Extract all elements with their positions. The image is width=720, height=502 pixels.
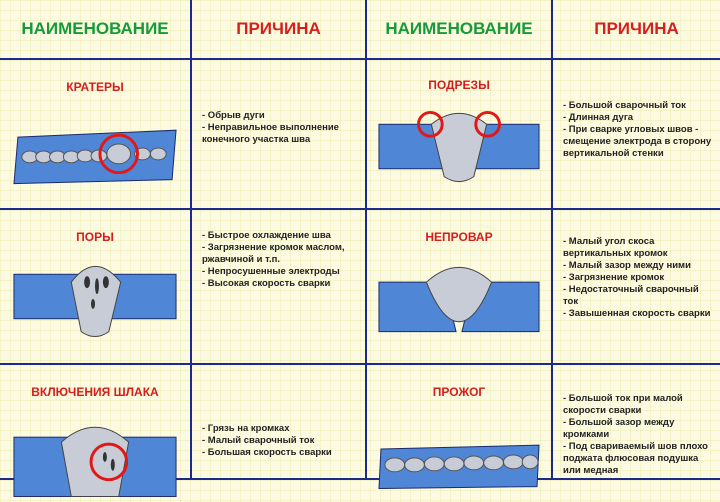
cause-item: - Малый сварочный ток <box>202 435 315 446</box>
undercuts-illustration <box>377 102 541 192</box>
defect-lack-of-penetration: НЕПРОВАР <box>367 210 553 365</box>
defect-name: ВКЛЮЧЕНИЯ ШЛАКА <box>31 385 159 399</box>
defect-burn-through: ПРОЖОГ <box>367 365 553 490</box>
cause-item: - Под свариваемый шов плохо поджата флюс… <box>563 441 708 476</box>
slag-inclusions-causes: - Грязь на кромках- Малый сварочный ток-… <box>192 365 367 480</box>
defect-pores: ПОРЫ <box>0 210 192 365</box>
defect-name: ПОДРЕЗЫ <box>428 78 490 92</box>
defect-name: ПОРЫ <box>76 230 114 244</box>
cause-item: - Малый угол скоса вертикальных кромок <box>563 236 668 259</box>
defect-slag-inclusions: ВКЛЮЧЕНИЯ ШЛАКА <box>0 365 192 497</box>
cause-item: - Высокая скорость сварки <box>202 278 331 289</box>
cause-item: - Большая скорость сварки <box>202 447 332 458</box>
cause-item: - Обрыв дуги <box>202 110 265 121</box>
header-name-2: НАИМЕНОВАНИЕ <box>367 0 553 60</box>
craters-illustration <box>10 102 180 192</box>
pores-causes: - Быстрое охлаждение шва- Загрязнение кр… <box>192 210 367 365</box>
burn-through-causes: - Большой ток при малой скорости сварки-… <box>553 365 720 480</box>
cause-item: - Загрязнение кромок маслом, ржавчиной и… <box>202 242 345 265</box>
cause-item: - Быстрое охлаждение шва <box>202 230 331 241</box>
cause-item: - Непросушенные электроды <box>202 266 340 277</box>
lack-of-penetration-causes: - Малый угол скоса вертикальных кромок- … <box>553 210 720 365</box>
pores-illustration <box>10 252 180 342</box>
cause-item: - Большой ток при малой скорости сварки <box>563 393 683 416</box>
defect-name: КРАТЕРЫ <box>66 80 124 94</box>
cause-item: - Завышенная скорость сварки <box>563 308 711 319</box>
burn-through-illustration <box>377 407 541 497</box>
slag-inclusions-illustration <box>10 407 180 497</box>
cause-item: - При сварке угловых швов - смещение эле… <box>563 124 712 159</box>
defect-undercuts: ПОДРЕЗЫ <box>367 60 553 210</box>
cause-item: - Большой зазор между кромками <box>563 417 675 440</box>
header-cause-1: ПРИЧИНА <box>192 0 367 60</box>
craters-causes: - Обрыв дуги- Неправильное выполнение ко… <box>192 60 367 210</box>
cause-item: - Загрязнение кромок <box>563 272 665 283</box>
undercuts-causes: - Большой сварочный ток- Длинная дуга- П… <box>553 60 720 210</box>
header-cause-2: ПРИЧИНА <box>553 0 720 60</box>
cause-item: - Малый зазор между ними <box>563 260 691 271</box>
defect-craters: КРАТЕРЫ <box>0 60 192 210</box>
cause-item: - Недостаточный сварочный ток <box>563 284 699 307</box>
cause-item: - Длинная дуга <box>563 112 634 123</box>
defect-name: НЕПРОВАР <box>425 230 493 244</box>
cause-item: - Неправильное выполнение конечного учас… <box>202 122 339 145</box>
defect-name: ПРОЖОГ <box>432 385 486 399</box>
header-name-1: НАИМЕНОВАНИЕ <box>0 0 192 60</box>
cause-item: - Большой сварочный ток <box>563 100 686 111</box>
cause-item: - Грязь на кромках <box>202 423 290 434</box>
lack-of-penetration-illustration <box>377 252 541 342</box>
